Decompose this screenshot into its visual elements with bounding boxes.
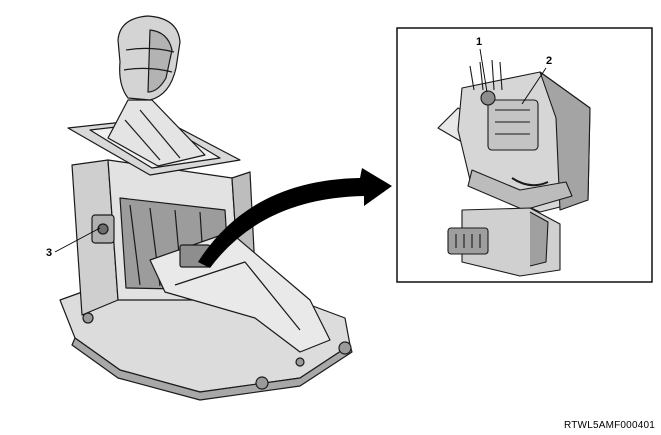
slot xyxy=(511,177,549,187)
connector-latch xyxy=(529,211,549,267)
lower-bracket xyxy=(467,169,573,211)
leader-line-1 xyxy=(479,48,488,93)
bolt xyxy=(295,357,305,367)
reference-arrow xyxy=(198,168,392,268)
base-plate-edge xyxy=(71,337,353,401)
lock-switch xyxy=(480,90,496,106)
bolt xyxy=(338,341,352,355)
arrow-body xyxy=(198,168,392,268)
unit-side xyxy=(539,71,591,211)
internal-rib xyxy=(129,204,141,286)
solenoid-coil xyxy=(495,109,530,135)
detail-view xyxy=(396,27,653,283)
callout-label-3: 3 xyxy=(46,247,52,259)
callout-label-2: 2 xyxy=(546,55,552,67)
shift-boot xyxy=(107,99,206,167)
leader-line-2 xyxy=(521,67,547,105)
knob-seam xyxy=(123,67,173,73)
boot-fold xyxy=(139,109,181,159)
switch-terminals xyxy=(469,59,503,91)
solenoid xyxy=(487,99,539,151)
leader-line-3 xyxy=(54,227,101,253)
knob-panel xyxy=(147,29,173,93)
figure-code: RTWL5AMF000401 xyxy=(564,420,655,431)
shift-lock-unit xyxy=(437,59,591,277)
knob-seam xyxy=(125,47,175,53)
callout-3: 3 xyxy=(46,227,101,259)
shift-lever-assembly xyxy=(59,15,353,401)
callout-2: 2 xyxy=(521,55,552,105)
connector-plug xyxy=(447,227,489,255)
connector-pins xyxy=(455,234,481,248)
bolt xyxy=(255,376,269,390)
boot-fold xyxy=(124,119,161,161)
detent-pin xyxy=(97,223,109,235)
callout-label-1: 1 xyxy=(476,36,482,48)
slide-rail-groove xyxy=(174,261,301,331)
callout-1: 1 xyxy=(476,36,488,93)
